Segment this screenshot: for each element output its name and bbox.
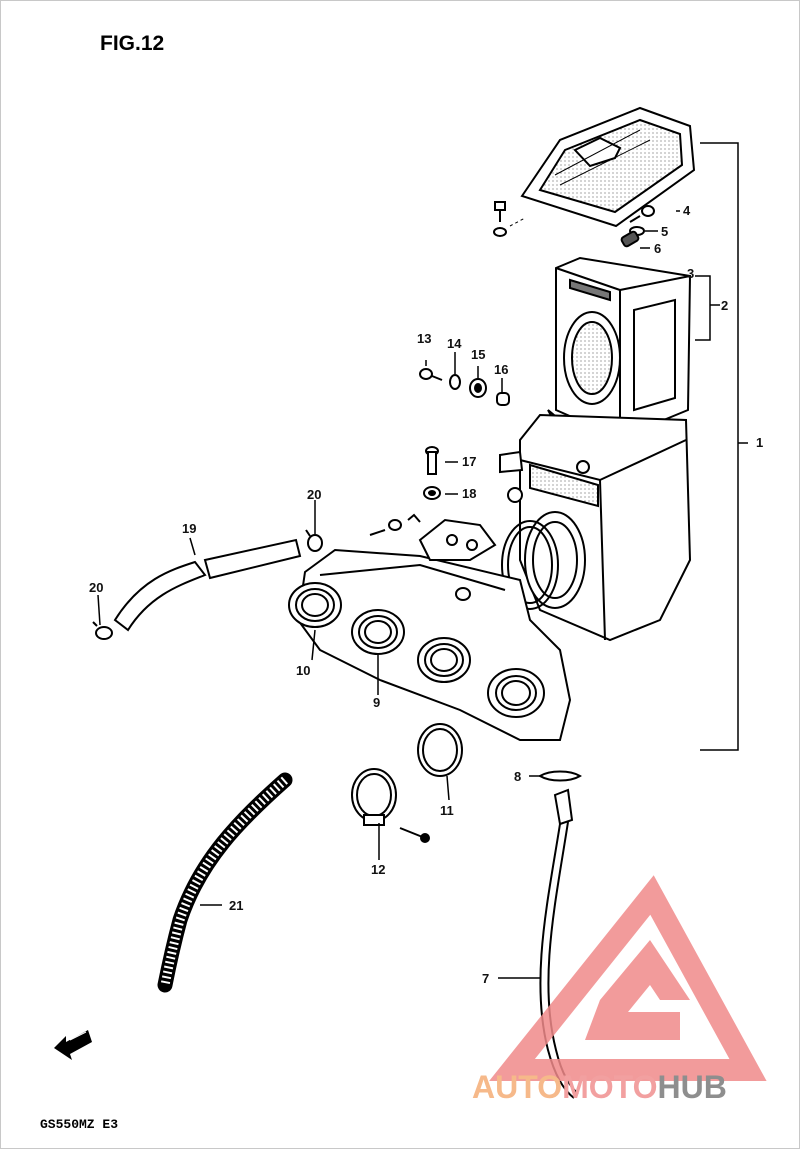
callout-4: 4 xyxy=(683,203,691,218)
callout-18: 18 xyxy=(462,486,476,501)
callout-14: 14 xyxy=(447,336,462,351)
part-15-grommet xyxy=(469,378,487,398)
callout-19: 19 xyxy=(182,521,196,536)
callout-3: 3 xyxy=(687,266,694,281)
callout-21: 21 xyxy=(229,898,243,913)
part-12-clamp xyxy=(351,768,430,843)
part-17-bolt xyxy=(425,446,439,475)
part-20-clip-right xyxy=(305,529,323,552)
part-18-nut xyxy=(423,486,441,500)
part-19-breather-hose xyxy=(113,538,302,632)
bracket-lines xyxy=(97,142,748,979)
part-20-clip-left xyxy=(92,621,113,640)
model-code: GS550MZ E3 xyxy=(40,1117,118,1132)
callout-1: 1 xyxy=(756,435,763,450)
callout-5: 5 xyxy=(661,224,668,239)
front-direction-arrow-icon xyxy=(54,1030,92,1060)
part-21-ribbed-hose xyxy=(157,772,293,993)
callout-7: 7 xyxy=(482,971,489,986)
part-14-washer xyxy=(449,374,461,390)
automotohub-logo-icon xyxy=(489,875,767,1081)
air-filter-element xyxy=(547,256,692,442)
callout-2: 2 xyxy=(721,298,728,313)
part-4-screw xyxy=(629,205,655,223)
part-13-bolt xyxy=(419,368,443,381)
part-10-boot xyxy=(288,582,342,628)
callout-13: 13 xyxy=(417,331,431,346)
case-inlet-ring xyxy=(501,520,559,610)
manifold-port-2 xyxy=(351,609,405,655)
part-16-collar xyxy=(496,392,510,406)
callout-8: 8 xyxy=(514,769,521,784)
watermark-text: AUTOMOTOHUB xyxy=(472,1069,727,1105)
callout-20-right: 20 xyxy=(307,487,321,502)
callout-11: 11 xyxy=(440,803,454,818)
callout-20-left: 20 xyxy=(89,580,103,595)
callout-15: 15 xyxy=(471,347,485,362)
air-cleaner-cover xyxy=(520,106,696,228)
manifold-port-4 xyxy=(487,668,545,718)
callout-10: 10 xyxy=(296,663,310,678)
callout-6: 6 xyxy=(654,241,661,256)
figure-title: FIG.12 xyxy=(100,32,164,55)
manifold-port-3 xyxy=(417,637,471,683)
callout-9: 9 xyxy=(373,695,380,710)
part-11-clamp xyxy=(417,723,463,777)
callout-12: 12 xyxy=(371,862,385,877)
part-8-clip xyxy=(538,770,582,782)
part-7-drain-tube xyxy=(539,788,579,1099)
part-6-spring xyxy=(620,230,640,248)
callout-17: 17 xyxy=(462,454,476,469)
cover-screw-left xyxy=(493,201,526,237)
air-cleaner-case xyxy=(499,413,692,642)
callout-16: 16 xyxy=(494,362,508,377)
